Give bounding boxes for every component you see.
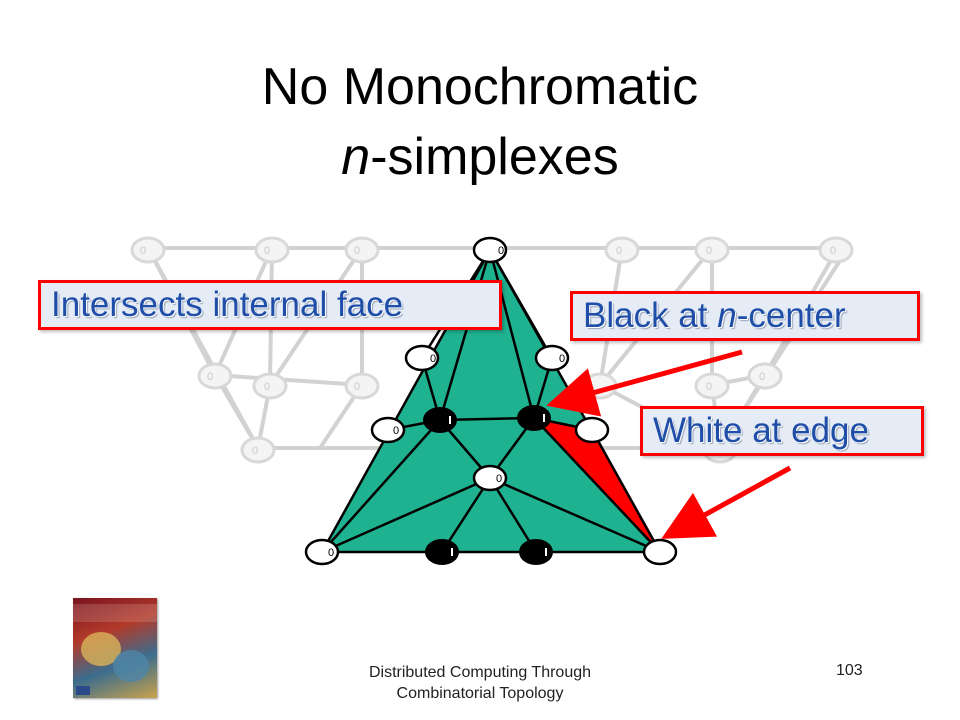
footer-line-1: Distributed Computing Through bbox=[368, 664, 592, 681]
vertex-white-edge bbox=[574, 416, 610, 444]
vertex-white bbox=[370, 416, 406, 444]
ghost-vertex bbox=[254, 236, 290, 264]
vertex-black-center bbox=[517, 405, 551, 431]
arrow-white-edge bbox=[661, 465, 792, 539]
callout-white-edge: White at edge bbox=[640, 406, 924, 456]
callout-black-center: Black at n-center bbox=[570, 291, 920, 341]
ghost-vertex bbox=[344, 372, 380, 400]
vertex-label: 0 bbox=[559, 353, 565, 365]
ghost-vertex-label: 0 bbox=[616, 245, 622, 257]
ghost-vertex bbox=[130, 236, 166, 264]
callout-black-italic: n bbox=[717, 296, 737, 335]
ghost-vertices bbox=[130, 236, 854, 464]
ghost-vertex bbox=[747, 362, 783, 390]
publisher-logo bbox=[76, 686, 90, 695]
footer-citation: Distributed Computing Through Combinator… bbox=[320, 662, 640, 704]
ghost-vertex-label: 0 bbox=[354, 381, 360, 393]
ghost-vertex bbox=[818, 236, 854, 264]
vertex-label: 0 bbox=[328, 547, 334, 559]
ghost-vertex-label: 0 bbox=[706, 381, 712, 393]
ghost-vertex bbox=[694, 372, 730, 400]
vertex-black bbox=[425, 539, 459, 565]
ghost-vertex-label: 0 bbox=[252, 445, 258, 457]
ghost-vertex-label: 0 bbox=[830, 245, 836, 257]
title-suffix: -simplexes bbox=[370, 128, 619, 186]
black-vertex-marks bbox=[449, 414, 547, 556]
edge bbox=[440, 477, 492, 553]
black-vertices bbox=[423, 405, 553, 565]
edge bbox=[438, 249, 492, 421]
ghost-vertex-label: 0 bbox=[264, 245, 270, 257]
vertex-white-center bbox=[472, 464, 508, 492]
edge bbox=[321, 476, 491, 554]
vertex-white-bottom-right bbox=[642, 538, 678, 566]
book-art bbox=[113, 650, 149, 682]
callout-internal-face: Intersects internal face bbox=[38, 280, 502, 330]
vertex-labels: 0 0 0 0 0 0 bbox=[328, 245, 565, 559]
edge bbox=[488, 249, 536, 419]
ghost-vertex bbox=[604, 236, 640, 264]
edge bbox=[321, 419, 441, 553]
ghost-vertex-label: 0 bbox=[207, 371, 213, 383]
edge bbox=[533, 417, 661, 553]
ghost-vertex bbox=[344, 236, 380, 264]
white-vertices bbox=[304, 236, 678, 566]
vertex-label: 0 bbox=[496, 473, 502, 485]
callout-black-post: -center bbox=[736, 296, 846, 335]
slide-number: 103 bbox=[836, 662, 863, 679]
vertex-white-bottom-left bbox=[304, 538, 340, 566]
ghost-vertex bbox=[197, 362, 233, 390]
vertex-black bbox=[519, 539, 553, 565]
ghost-vertex-label: 0 bbox=[264, 381, 270, 393]
vertex-label: 0 bbox=[430, 353, 436, 365]
title-line-1: No Monochromatic bbox=[261, 58, 699, 116]
ghost-vertex-label: 0 bbox=[140, 245, 146, 257]
ghost-vertex-labels: 0 0 0 0 0 0 0 0 0 0 0 0 bbox=[140, 245, 836, 457]
arrow-black-center bbox=[546, 349, 743, 417]
ghost-vertex-label: 0 bbox=[759, 371, 765, 383]
vertex-label: 0 bbox=[393, 425, 399, 437]
vertex-white-top bbox=[472, 236, 508, 264]
callout-black-pre: Black at bbox=[583, 296, 718, 335]
book-cover-thumbnail bbox=[73, 598, 157, 698]
footer-line-2: Combinatorial Topology bbox=[396, 685, 564, 702]
ghost-vertex bbox=[240, 436, 276, 464]
ghost-vertex bbox=[694, 236, 730, 264]
edge bbox=[489, 476, 661, 554]
slide-title: No Monochromatic n-simplexes bbox=[0, 52, 960, 192]
title-line-2: n-simplexes bbox=[0, 122, 960, 192]
ghost-vertex-label: 0 bbox=[354, 245, 360, 257]
book-title-band bbox=[73, 604, 157, 622]
vertex-white bbox=[404, 344, 440, 372]
edge bbox=[590, 429, 662, 553]
vertex-label: 0 bbox=[498, 245, 504, 257]
ghost-edge bbox=[214, 373, 363, 387]
edge bbox=[488, 477, 538, 553]
ghost-vertex bbox=[252, 372, 288, 400]
title-italic-n: n bbox=[341, 128, 371, 186]
edge bbox=[488, 249, 554, 359]
vertex-black bbox=[423, 407, 457, 433]
ghost-vertex-label: 0 bbox=[706, 245, 712, 257]
